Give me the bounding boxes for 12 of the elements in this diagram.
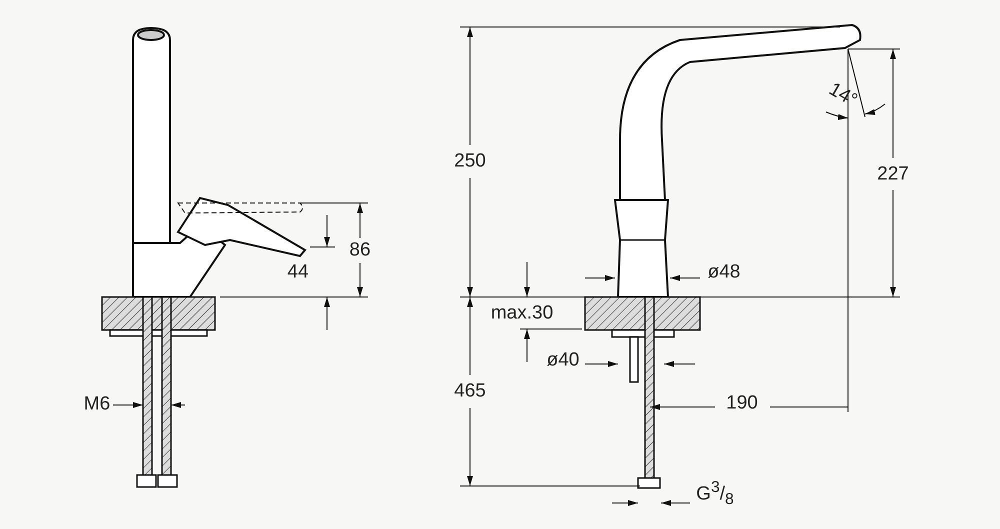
dimension-label: max.30 (490, 304, 554, 322)
thread-label: G$^{3}$/$_{8}$ (696, 480, 734, 508)
dimension-label: 227 (877, 164, 909, 184)
dimension-label: ø40 (546, 350, 580, 370)
dimension-label: 44 (287, 262, 309, 282)
angle-label: 14° (826, 80, 860, 110)
thread-label: M6 (84, 394, 110, 414)
dimension-label: 465 (454, 382, 486, 400)
dimension-label: 250 (454, 152, 486, 170)
dimension-label: 86 (349, 240, 371, 260)
dimension-label: 190 (726, 394, 758, 412)
dimension-label: ø48 (708, 262, 740, 282)
